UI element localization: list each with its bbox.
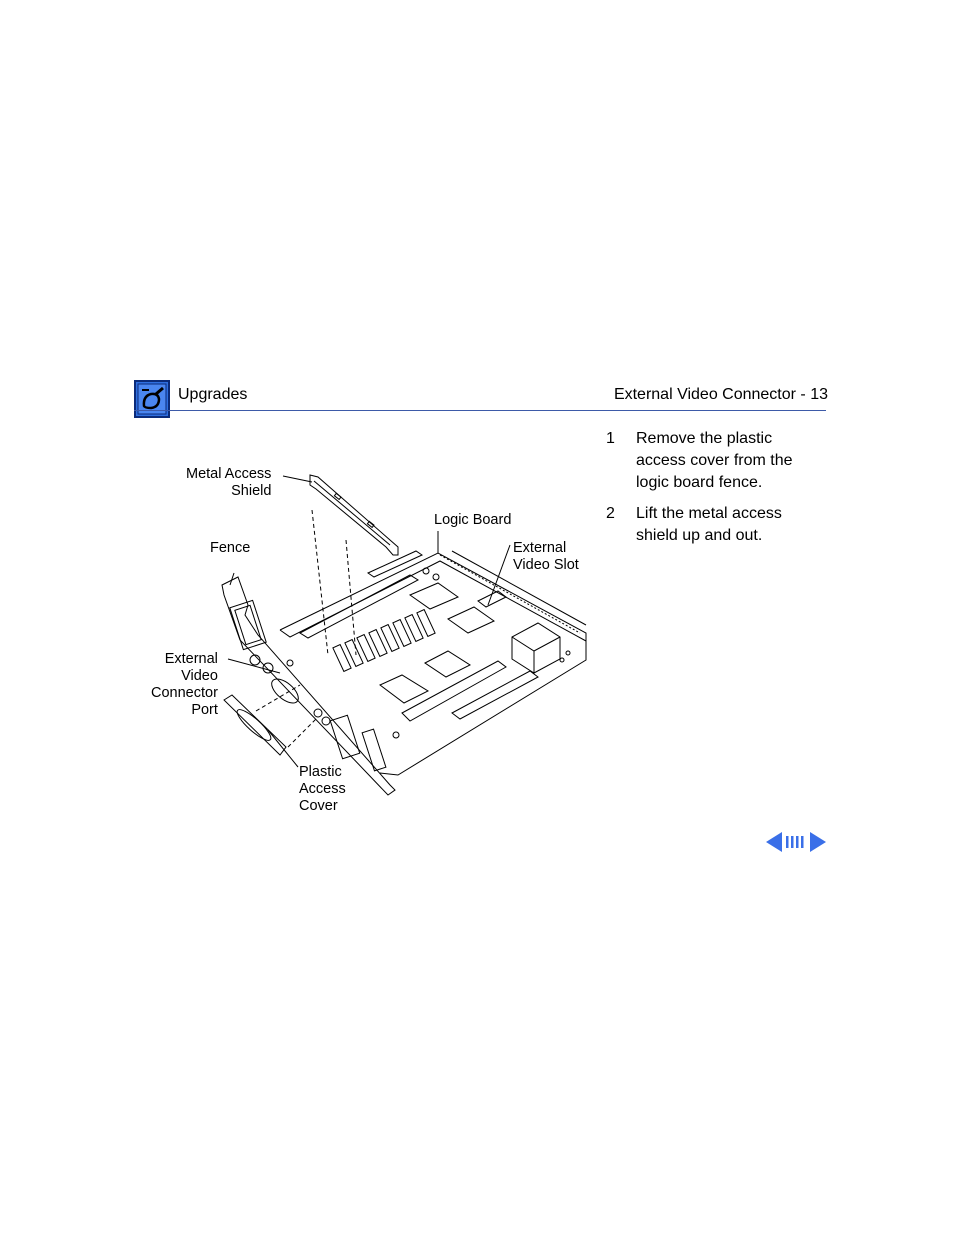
apple-toolbox-icon bbox=[134, 380, 170, 418]
logic-board bbox=[279, 550, 587, 776]
callout-metal-access-shield: Metal Access Shield bbox=[186, 466, 272, 499]
step-number: 2 bbox=[606, 505, 615, 522]
step-text: Remove the plastic access cover from the… bbox=[636, 430, 793, 491]
logic-board-illustration bbox=[221, 474, 587, 796]
callout-plastic-access-cover: Plastic Access Cover bbox=[299, 764, 346, 814]
section-title: Upgrades bbox=[178, 386, 248, 403]
left-arrow-icon[interactable] bbox=[766, 832, 782, 852]
instruction-steps: 1 Remove the plastic access cover from t… bbox=[606, 428, 816, 556]
plastic-access-cover bbox=[223, 694, 287, 756]
step-number: 1 bbox=[606, 430, 615, 447]
header-divider bbox=[134, 410, 826, 411]
metal-access-shield bbox=[309, 474, 399, 556]
callout-logic-board: Logic Board bbox=[434, 512, 512, 528]
page-navigation bbox=[764, 830, 828, 854]
callout-fence: Fence bbox=[210, 540, 251, 556]
right-arrow-icon[interactable] bbox=[810, 832, 826, 852]
fence bbox=[221, 576, 396, 796]
step-text: Lift the metal access shield up and out. bbox=[636, 505, 782, 544]
step-item: 1 Remove the plastic access cover from t… bbox=[606, 428, 816, 494]
page-index-icon[interactable] bbox=[786, 836, 804, 848]
step-item: 2 Lift the metal access shield up and ou… bbox=[606, 503, 816, 547]
page-title: External Video Connector - 13 bbox=[613, 386, 828, 403]
callout-external-video-connector-port: External Video Connector Port bbox=[151, 651, 218, 718]
callout-external-video-slot: External Video Slot bbox=[513, 540, 579, 573]
